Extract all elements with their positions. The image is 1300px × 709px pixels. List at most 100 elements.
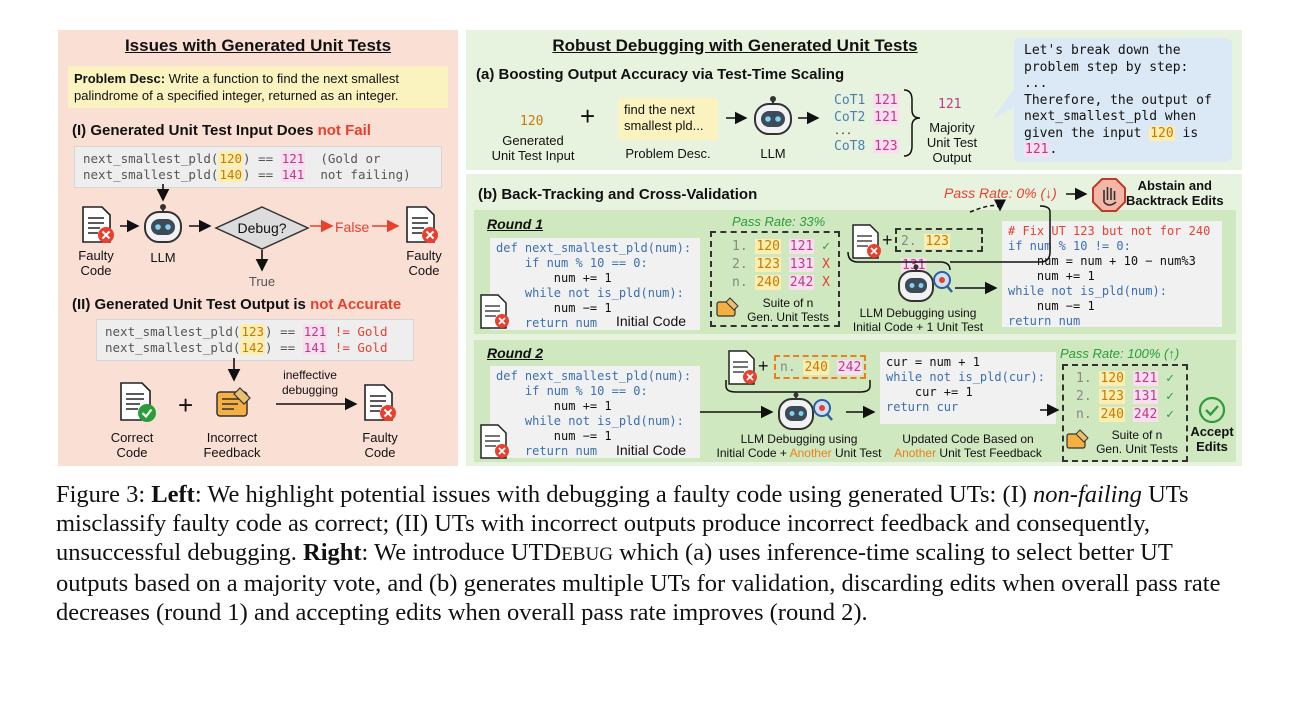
caption-smallcaps: EBUG [561, 544, 613, 565]
test-number: n. [1076, 407, 1100, 422]
section-2-suffix: not Accurate [310, 296, 402, 313]
suite-label: Suite of n Gen. Unit Tests [747, 296, 829, 324]
fixed-code-lines: if num % 10 != 0: num = num + 10 − num%3… [1008, 239, 1216, 329]
test-output: 131 [1132, 389, 1159, 404]
code-text: ) == [243, 167, 281, 182]
plus-sign: + [882, 230, 893, 250]
left-title: Issues with Generated Unit Tests [124, 36, 392, 55]
ut-output: 242 [836, 360, 863, 375]
cot-label: CoT1 [834, 93, 866, 108]
pass-rate-0: Pass Rate: 0% (↓) [944, 185, 1057, 201]
test-row: n. 240 242 X [732, 274, 830, 292]
cot-value: 121 [873, 93, 899, 108]
test-number: n. [732, 275, 756, 290]
test-output: 131 [788, 257, 815, 272]
code-line: return cur [886, 400, 959, 414]
debug-label: Debug? [237, 220, 287, 236]
r2-unit-test: n. 240 242 [774, 355, 866, 379]
r1-test-suite [710, 231, 840, 327]
code-line: while not is_pld(cur): [886, 370, 1045, 384]
stop-hand-icon [1092, 178, 1126, 217]
code-text: not failing) [305, 167, 411, 182]
bubble-line: Let's break down the [1024, 43, 1181, 58]
test-row: 2. 123 131 ✓ [1076, 388, 1174, 406]
label-line: Another Unit Test Feedback [878, 446, 1058, 460]
code-input-value: 123 [240, 324, 266, 339]
section-1-suffix: not Fail [317, 122, 371, 139]
caption-italic: non-failing [1033, 481, 1142, 508]
code-line: while not is_pld(num): [1008, 284, 1167, 298]
accept-check-icon [1198, 396, 1226, 429]
code-line: num = num + 10 − num%3 [1008, 254, 1196, 268]
code-line: return num [1008, 314, 1081, 328]
test-row: 1. 120 121 ✓ [732, 238, 830, 256]
bubble-output: 121 [1024, 142, 1050, 157]
faulty-code-icon [478, 294, 512, 335]
input-label: Generated Unit Test Input [491, 133, 575, 163]
code-text: next_smallest_pld( [83, 167, 219, 182]
test-number: 1. [1076, 371, 1100, 386]
test-output: 121 [1132, 371, 1159, 386]
faulty-code-icon [404, 206, 440, 249]
debug-robot-icon [776, 392, 834, 437]
bubble-line: problem step by step: [1024, 59, 1189, 75]
initial-code-block: def next_smallest_pld(num): if num % 10 … [490, 366, 700, 458]
reasoning-bubble: Let's break down the problem step by ste… [1014, 38, 1232, 162]
initial-code-label: Initial Code [616, 442, 687, 458]
debug-diamond [214, 205, 310, 256]
code-output-value: 121 [302, 324, 328, 339]
code-text: ) == [243, 151, 281, 166]
majority-label: Majority Unit Test Output [926, 120, 978, 165]
problem-desc-label: Problem Desc. [625, 146, 711, 161]
test-row: 1. 120 121 ✓ [1076, 370, 1174, 388]
round-2-label: Round 2 [487, 345, 543, 361]
cot-value: 123 [873, 139, 899, 154]
accept-edits-label: Accept Edits [1190, 424, 1234, 454]
section-2-heading: (II) Generated Unit Test Output is not A… [72, 296, 401, 313]
bubble-text: given the input [1024, 125, 1150, 141]
label-text: Initial Code + [716, 446, 790, 460]
label-highlight: Another [894, 446, 937, 460]
code-text: ) == [265, 340, 303, 355]
bubble-input: 120 [1149, 125, 1175, 141]
code-text: != Gold [327, 340, 388, 355]
test-input: 120 [1099, 371, 1125, 386]
code-line: num += 1 [1008, 269, 1095, 283]
robot-icon [750, 96, 796, 143]
test-input: 123 [755, 257, 781, 272]
test-output: 242 [1132, 407, 1159, 422]
code-output-value: 141 [302, 340, 328, 355]
faulty-code-icon [850, 224, 884, 265]
test-number: 2. [1076, 389, 1100, 404]
correct-code-icon [118, 382, 158, 429]
faulty-code-icon [478, 424, 512, 465]
fail-mark: X [814, 257, 830, 272]
code-input-value: 120 [218, 151, 244, 166]
false-label: False [335, 219, 370, 235]
cot-row: CoT2 121 [834, 109, 899, 126]
pass-mark: ✓ [814, 239, 830, 254]
cot-list: CoT1 121 CoT2 121 ... CoT8 123 [834, 92, 899, 155]
llm-label: LLM [150, 250, 176, 265]
cot-ellipsis: ... [834, 126, 853, 137]
r2-llm-label: LLM Debugging using Initial Code + Anoth… [704, 432, 894, 460]
code-text: next_smallest_pld( [105, 324, 241, 339]
bubble-line: given the input 120 is [1024, 125, 1222, 143]
code-line: return num [496, 444, 598, 458]
pass-rate-100: Pass Rate: 100% (↑) [1060, 346, 1180, 361]
pass-mark: ✓ [1158, 371, 1174, 386]
code-input-value: 140 [218, 167, 244, 182]
section-1-heading: (I) Generated Unit Test Input Does not F… [72, 122, 371, 139]
label-line: Updated Code Based on [902, 432, 1034, 446]
label-highlight: Another [789, 446, 832, 460]
code-line: while not is_pld(num): [496, 414, 684, 428]
plus-sign: + [580, 101, 596, 131]
plus-sign: + [758, 356, 769, 376]
right-a-subtitle: (a) Boosting Output Accuracy via Test-Ti… [476, 66, 845, 83]
code-line: if num % 10 == 0: [496, 384, 648, 398]
code-block-2: next_smallest_pld(123) == 121 != Gold ne… [96, 319, 414, 361]
bubble-line: ... [1024, 76, 1048, 91]
label-text: Unit Test [831, 446, 882, 460]
